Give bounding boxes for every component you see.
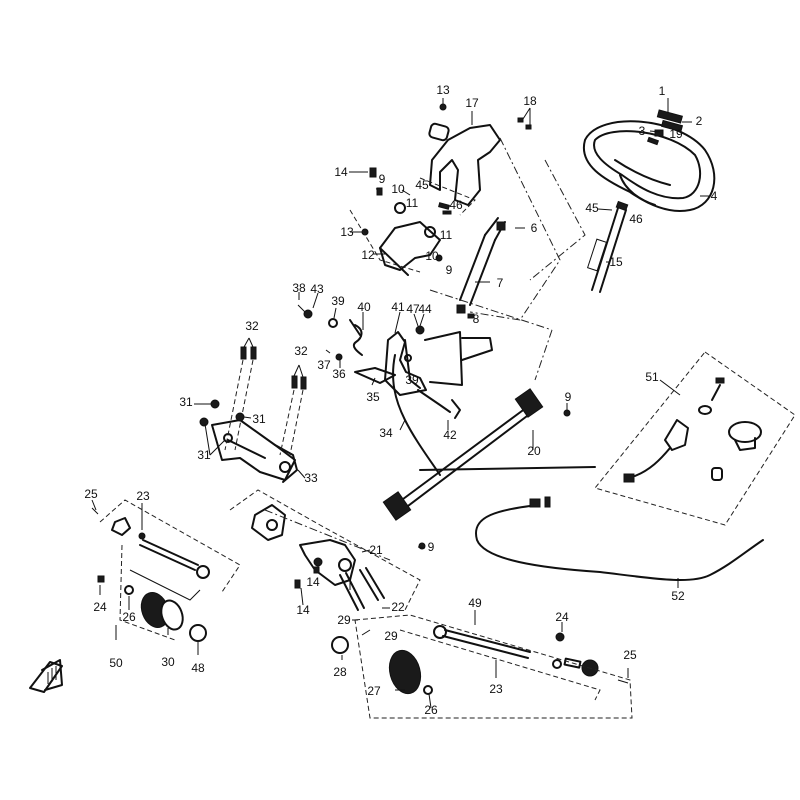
- callout-31[interactable]: 31: [179, 395, 193, 409]
- callout-31[interactable]: 31: [252, 412, 266, 426]
- callout-9[interactable]: 9: [446, 263, 453, 277]
- tilt-bracket-upper[interactable]: [428, 103, 532, 206]
- callout-3[interactable]: 3: [639, 124, 646, 138]
- callout-45[interactable]: 45: [415, 178, 429, 192]
- callout-23[interactable]: 23: [136, 489, 150, 503]
- callout-24[interactable]: 24: [555, 610, 569, 624]
- callout-4[interactable]: 4: [711, 189, 718, 203]
- nuts-31: [199, 399, 245, 427]
- callout-18[interactable]: 18: [523, 94, 537, 108]
- callout-7[interactable]: 7: [497, 276, 504, 290]
- callout-50[interactable]: 50: [109, 656, 123, 670]
- callout-25[interactable]: 25: [84, 487, 98, 501]
- callout-39[interactable]: 39: [331, 294, 345, 308]
- callout-11[interactable]: 11: [406, 196, 419, 210]
- right-boot[interactable]: [331, 636, 433, 697]
- callout-2[interactable]: 2: [696, 114, 703, 128]
- callout-27[interactable]: 27: [367, 684, 381, 698]
- callout-40[interactable]: 40: [357, 300, 371, 314]
- callout-6[interactable]: 6: [531, 221, 538, 235]
- callout-52[interactable]: 52: [671, 589, 685, 603]
- callout-23[interactable]: 23: [489, 682, 503, 696]
- callout-10[interactable]: 10: [391, 182, 405, 196]
- callout-26[interactable]: 26: [424, 703, 438, 717]
- callout-33[interactable]: 33: [304, 471, 318, 485]
- callout-48[interactable]: 48: [191, 661, 205, 675]
- callout-14[interactable]: 14: [306, 575, 320, 589]
- intermediate-shaft[interactable]: [382, 388, 596, 521]
- callout-24[interactable]: 24: [93, 600, 107, 614]
- shift-cable[interactable]: [392, 354, 461, 476]
- callout-21[interactable]: 21: [369, 543, 383, 557]
- callout-46[interactable]: 46: [449, 198, 463, 212]
- spring-and-washers[interactable]: [297, 304, 363, 361]
- front-direction-arrow-icon: [29, 659, 63, 693]
- callout-32[interactable]: 32: [294, 344, 308, 358]
- callout-14[interactable]: 14: [334, 165, 348, 179]
- steering-wheel[interactable]: [582, 120, 716, 212]
- bolts-32: [224, 346, 307, 456]
- leader-lines: [91, 98, 710, 709]
- callout-45[interactable]: 45: [585, 201, 599, 215]
- callout-25[interactable]: 25: [623, 648, 637, 662]
- callout-13[interactable]: 13: [340, 225, 354, 239]
- callout-15[interactable]: 15: [609, 255, 623, 269]
- callout-1[interactable]: 1: [659, 84, 666, 98]
- callout-36[interactable]: 36: [332, 367, 346, 381]
- right-tie-rod[interactable]: [433, 625, 629, 684]
- callout-11[interactable]: 11: [440, 228, 453, 242]
- callout-29[interactable]: 29: [384, 629, 398, 643]
- callout-30[interactable]: 30: [161, 655, 175, 669]
- callout-37[interactable]: 37: [317, 358, 331, 372]
- callout-10[interactable]: 10: [425, 249, 439, 263]
- callout-44[interactable]: 44: [418, 302, 432, 316]
- left-boot[interactable]: [124, 585, 207, 642]
- tilt-bracket-lower[interactable]: [361, 167, 452, 276]
- callout-31[interactable]: 31: [197, 448, 211, 462]
- callout-51[interactable]: 51: [645, 370, 659, 384]
- callout-43[interactable]: 43: [310, 282, 324, 296]
- ignition-group-boundary: [594, 351, 796, 526]
- callout-9[interactable]: 9: [565, 390, 572, 404]
- mount-plate[interactable]: [251, 504, 286, 541]
- callout-32[interactable]: 32: [245, 319, 259, 333]
- callout-34[interactable]: 34: [379, 426, 393, 440]
- callout-46[interactable]: 46: [629, 212, 643, 226]
- callout-8[interactable]: 8: [473, 312, 480, 326]
- callout-41[interactable]: 41: [391, 300, 405, 314]
- callout-13[interactable]: 13: [436, 83, 450, 97]
- callout-29[interactable]: 29: [337, 613, 351, 627]
- wheel-nut: [646, 129, 664, 146]
- steering-shaft[interactable]: [586, 200, 629, 293]
- horn-cap[interactable]: [656, 109, 684, 133]
- callout-17[interactable]: 17: [465, 96, 479, 110]
- left-tie-rod[interactable]: [91, 507, 210, 583]
- callout-20[interactable]: 20: [527, 444, 541, 458]
- callout-12[interactable]: 12: [361, 248, 375, 262]
- ignition-switch[interactable]: [623, 377, 725, 483]
- callout-38[interactable]: 38: [292, 281, 306, 295]
- gas-strut[interactable]: [456, 217, 506, 319]
- callout-42[interactable]: 42: [443, 428, 457, 442]
- callout-9[interactable]: 9: [428, 540, 435, 554]
- callout-19[interactable]: 19: [669, 127, 683, 141]
- callout-49[interactable]: 49: [468, 596, 482, 610]
- mount-bracket[interactable]: [354, 325, 493, 396]
- callout-47[interactable]: 47: [406, 302, 420, 316]
- callout-26[interactable]: 26: [122, 610, 136, 624]
- callout-35[interactable]: 35: [366, 390, 380, 404]
- callout-28[interactable]: 28: [333, 665, 347, 679]
- callout-39[interactable]: 39: [405, 373, 419, 387]
- callout-14[interactable]: 14: [296, 603, 310, 617]
- callout-22[interactable]: 22: [391, 600, 405, 614]
- callout-9[interactable]: 9: [379, 172, 386, 186]
- callout-labels: 1 2 3 19 4 45 46 15 13 17 18 14 9 10 11 …: [84, 83, 717, 717]
- ignition-cap[interactable]: [711, 421, 762, 481]
- speedometer-cable[interactable]: [474, 496, 764, 582]
- frame-bracket[interactable]: [211, 419, 298, 483]
